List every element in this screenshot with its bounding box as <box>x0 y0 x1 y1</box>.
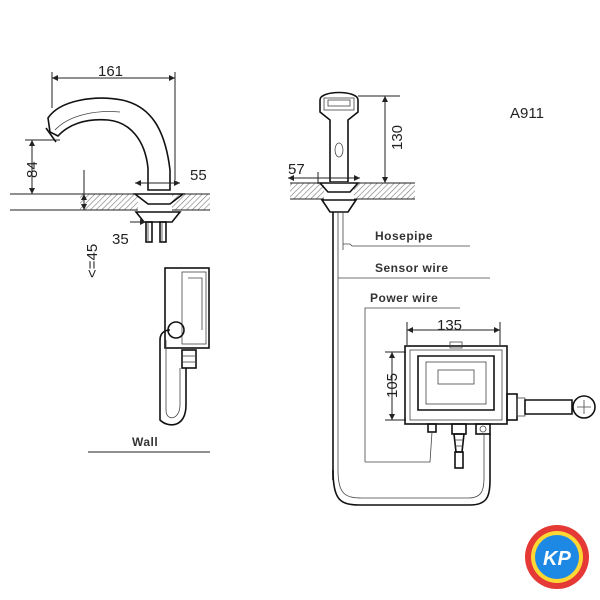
front-view: 130 57 Hosepipe Sensor wire Power wire 1… <box>288 91 596 506</box>
label-sensor-wire: Sensor wire <box>375 261 449 275</box>
dim-box-height: 105 <box>384 373 401 398</box>
logo-text: KP <box>543 548 571 570</box>
dim-front-height: 130 <box>389 125 406 150</box>
dim-max-deck-thickness: <=45 <box>84 244 101 278</box>
dim-box-width: 135 <box>437 317 462 334</box>
dim-body-diameter: 55 <box>190 167 207 184</box>
control-box <box>404 345 508 425</box>
dim-thread-diameter: 35 <box>112 231 129 248</box>
label-wall: Wall <box>132 435 158 449</box>
label-hosepipe: Hosepipe <box>375 229 433 243</box>
dim-front-width: 57 <box>288 161 305 178</box>
kp-logo: KP <box>525 525 589 589</box>
label-power-wire: Power wire <box>370 291 438 305</box>
model-number: A911 <box>510 105 544 122</box>
dim-spout-height: 84 <box>24 161 41 178</box>
dim-spout-length: 161 <box>98 63 123 80</box>
side-view: 161 84 55 35 <=45 <box>10 63 210 453</box>
